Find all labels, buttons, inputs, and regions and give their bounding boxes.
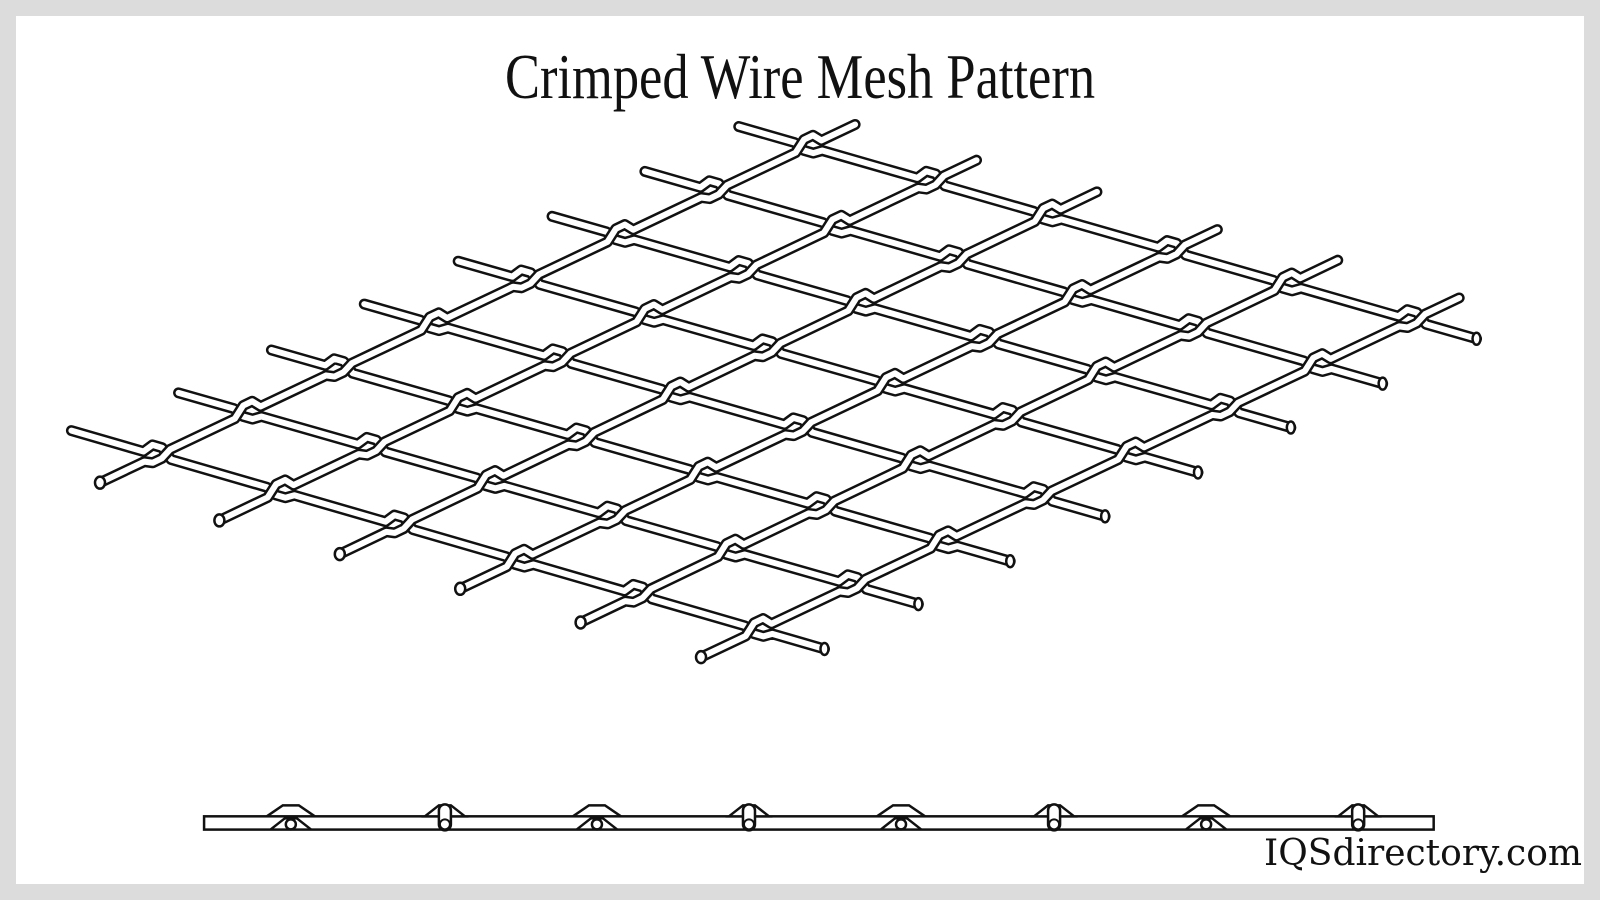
wire-end-cap [1192, 465, 1204, 480]
cross-wire-end [438, 818, 451, 831]
weft-wire-core [549, 213, 1294, 431]
warp-wire-core [577, 257, 1341, 626]
diagram-panel [16, 16, 1584, 884]
wire-end-cap [694, 649, 708, 665]
wire-end-cap [93, 475, 107, 490]
warp-wire-core [216, 157, 980, 524]
cross-wire-end [1352, 818, 1365, 831]
wire-end-cap [1285, 420, 1297, 435]
weft-wires [65, 121, 1483, 657]
cross-wire-section [894, 818, 908, 831]
wire-end-cap [213, 513, 226, 528]
watermark-logo: IQSdirectory.com [1264, 833, 1582, 874]
wire-end-cap [453, 581, 467, 597]
warp-wire-core [97, 121, 859, 486]
warp-wire-core [698, 294, 1463, 661]
cross-wire-end [742, 818, 755, 831]
wire-end-cap [333, 546, 347, 562]
warp-wires [93, 118, 1465, 665]
weft-wire-core [268, 347, 1014, 565]
warp-wire-core [336, 188, 1100, 558]
warp-wire-core [457, 226, 1221, 592]
profile-wire [202, 815, 1435, 831]
weft-wire-core [641, 168, 1386, 387]
weft-wire-core [735, 123, 1480, 342]
weft-wire-core [455, 258, 1201, 476]
weft-wire-core [175, 389, 922, 608]
wire-end-cap [1004, 553, 1016, 569]
cross-wire-section [590, 818, 604, 831]
wire-end-cap [913, 596, 924, 612]
weft-wire-core [361, 301, 1109, 520]
cross-wire-section [284, 818, 298, 831]
side-profile-view [202, 803, 1435, 832]
wire-end-cap [1099, 509, 1111, 524]
cross-wire-end [1048, 818, 1061, 831]
cross-wire-section [1199, 818, 1213, 831]
diagram-title: Crimped Wire Mesh Pattern [504, 41, 1096, 112]
wire-end-cap [1377, 376, 1388, 391]
weft-wire-core [68, 427, 828, 652]
wire-end-cap [1471, 331, 1482, 347]
wire-end-cap [574, 615, 587, 630]
wire-end-cap [819, 641, 830, 657]
